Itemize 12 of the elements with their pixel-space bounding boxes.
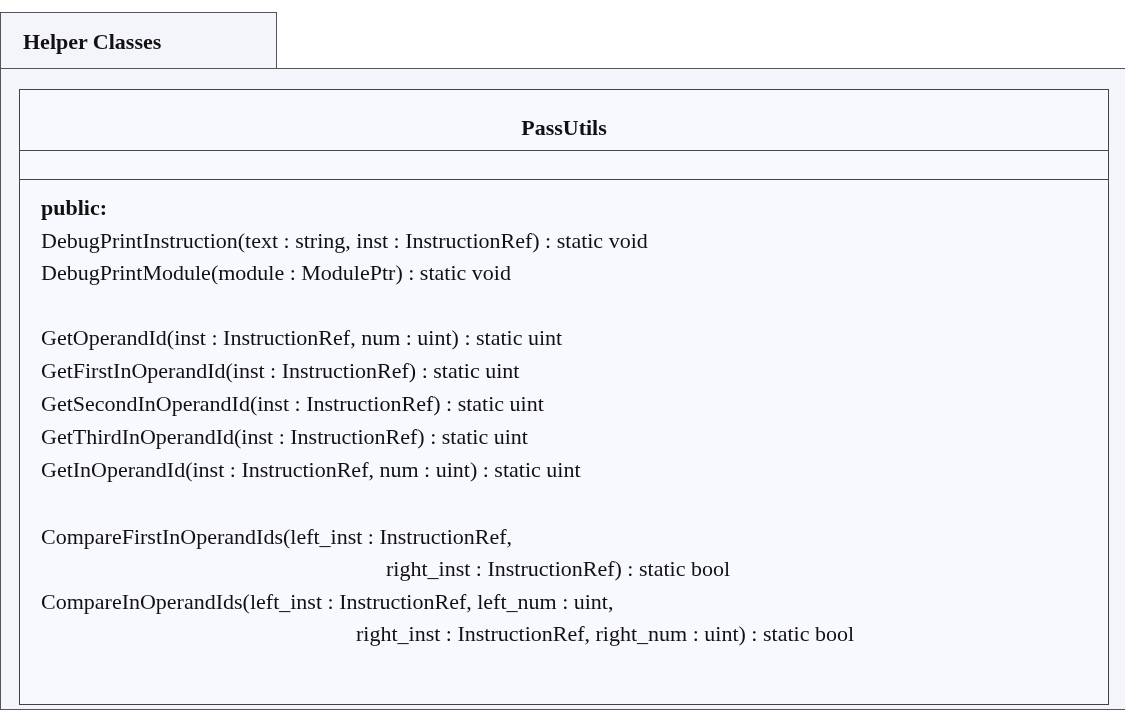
method-signature: GetSecondInOperandId(inst : InstructionRef) : static uint (41, 390, 544, 418)
method-signature: DebugPrintModule(module : ModulePtr) : static void (41, 259, 511, 287)
method-signature: CompareFirstInOperandIds(left_inst : InstructionRef, right_inst : InstructionRef) : static bool (41, 523, 730, 583)
class-name: PassUtils (520, 114, 608, 142)
method-signature: GetFirstInOperandId(inst : InstructionRef) : static uint (41, 357, 520, 385)
visibility-label: public: (41, 194, 108, 222)
method-signature: GetThirdInOperandId(inst : InstructionRef) : static uint (41, 423, 528, 451)
method-signature: GetOperandId(inst : InstructionRef, num : uint) : static uint (41, 324, 563, 352)
method-signature: GetInOperandId(inst : InstructionRef, num : uint) : static uint (41, 456, 581, 484)
method-signature: DebugPrintInstruction(text : string, inst : InstructionRef) : static void (41, 227, 648, 255)
method-signature: CompareInOperandIds(left_inst : InstructionRef, left_num : uint, right_inst : InstructionRef, right_num : uint) : static bool (41, 588, 854, 648)
package-title: Helper Classes (23, 28, 162, 56)
